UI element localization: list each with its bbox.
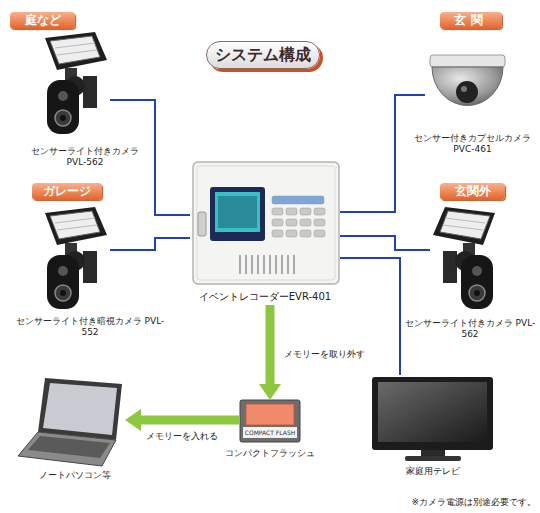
arrow-label: メモリーを入れる xyxy=(132,431,232,442)
note-text: ※カメラ電源は別途必要です。 xyxy=(378,497,536,508)
node-label: センサー付きカプセルカメラ PVC-461 xyxy=(405,133,540,155)
memory-card-node: COMPACT FLASHコンパクトフラッシュ xyxy=(240,400,300,442)
camera-node: ガレージセンサーライト付き暗視カメラ PVL-552 xyxy=(35,205,110,310)
node-label: イベントレコーダーEVR-401 xyxy=(185,291,345,302)
recorder-node: イベントレコーダーEVR-401 xyxy=(190,160,340,305)
connector-line xyxy=(110,100,190,215)
node-label: 家庭用テレビ xyxy=(370,466,495,477)
node-label: センサーライト付きカメラ PVL-562 xyxy=(400,318,540,340)
camera-node: 庭などセンサーライト付きカメラ PVL-562 xyxy=(35,30,110,135)
connector xyxy=(259,305,281,400)
connector-line xyxy=(266,305,275,385)
connector xyxy=(110,100,190,215)
camera-node: 玄関センサー付きカプセルカメラ PVC-461 xyxy=(425,55,510,120)
location-tab: 玄関 xyxy=(440,12,502,29)
location-tab: 玄関外 xyxy=(440,183,505,200)
node-label: センサーライト付き暗視カメラ PVL-552 xyxy=(15,316,165,338)
node-label: ノートパソコン等 xyxy=(25,470,125,481)
location-tab: 庭など xyxy=(10,12,75,29)
arrow-label: メモリーを取り外す xyxy=(284,349,394,360)
camera-node: 玄関外センサーライト付きカメラ PVL-562 xyxy=(430,205,505,310)
node-label: センサーライト付きカメラ PVL-562 xyxy=(20,146,150,168)
node-label: COMPACT FLASH xyxy=(243,429,297,437)
laptop-node: ノートパソコン等 xyxy=(25,375,125,465)
connector-line xyxy=(140,416,240,425)
connector-line xyxy=(340,236,430,250)
connector xyxy=(340,236,430,250)
node-label: コンパクトフラッシュ xyxy=(225,448,315,459)
connector-line xyxy=(110,238,190,250)
connector-line xyxy=(340,95,425,212)
title-pill: システム構成 xyxy=(206,41,320,69)
connector xyxy=(340,95,425,212)
tv-node: 家庭用テレビ xyxy=(370,375,495,460)
arrow-head xyxy=(125,409,141,431)
connector xyxy=(125,409,240,431)
connector xyxy=(110,238,190,250)
arrow-head xyxy=(259,384,281,400)
location-tab: ガレージ xyxy=(32,183,102,200)
